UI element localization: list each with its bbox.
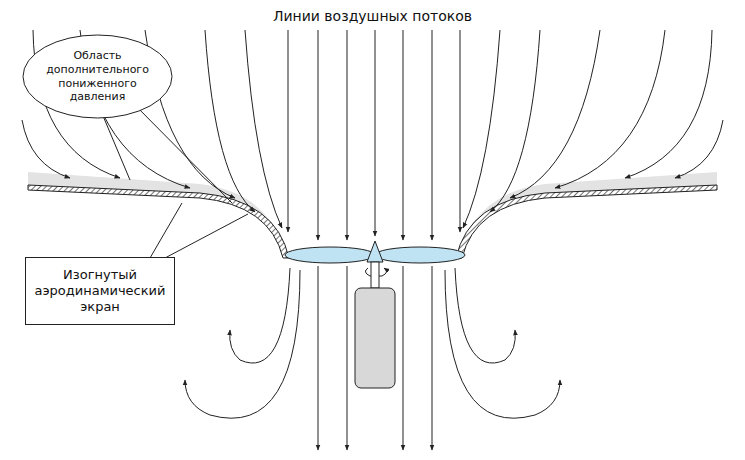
propeller-blade: [375, 247, 465, 263]
propeller-hub: [367, 241, 383, 262]
node-text: Область дополнительного пониженного давл…: [43, 49, 153, 104]
low-pressure-zone: [459, 172, 717, 252]
callout-ellipse: Область дополнительного пониженного давл…: [22, 34, 173, 119]
motor: [355, 288, 395, 388]
label-box: Изогнутый аэродинамический экран: [25, 257, 175, 325]
curved-screen: [28, 185, 289, 258]
node-text: Изогнутый аэродинамический экран: [32, 267, 168, 316]
propeller-blade: [285, 247, 375, 263]
airflow-lines: [22, 30, 723, 450]
motor-shaft: [371, 262, 379, 288]
diagram-title: Линии воздушных потоков: [0, 8, 745, 24]
curved-screen: [456, 185, 717, 258]
low-pressure-zone: [28, 172, 286, 252]
